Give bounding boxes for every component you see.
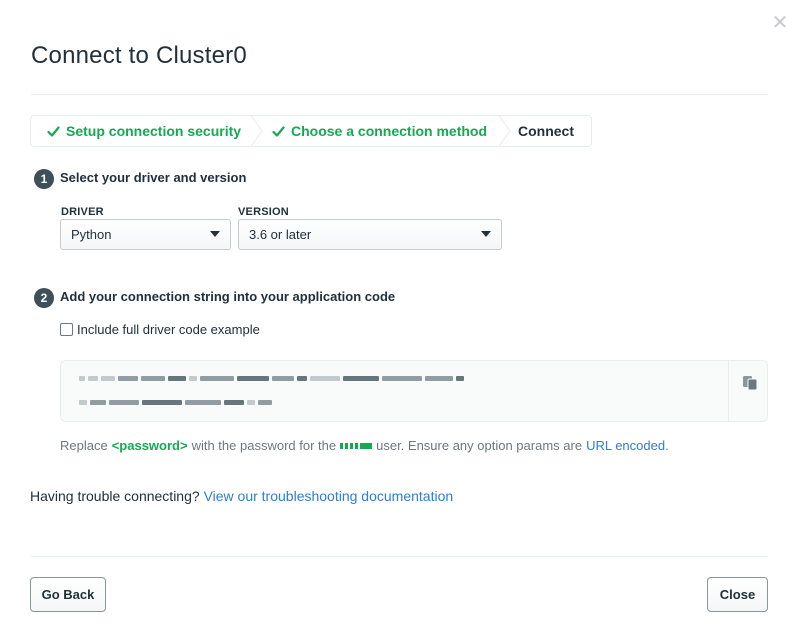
driver-select[interactable]: Python [60,219,231,250]
version-select[interactable]: 3.6 or later [238,219,502,250]
step-label: Setup connection security [66,123,242,139]
step-connect[interactable]: Connect [518,116,574,146]
divider [31,94,768,95]
check-icon [272,125,285,137]
step-setup-security[interactable]: Setup connection security [47,116,241,146]
divider [31,556,768,557]
driver-label: DRIVER [61,206,104,218]
step-label: Choose a connection method [291,123,488,139]
url-encoded-link[interactable]: URL encoded [586,438,666,453]
copy-icon[interactable] [739,371,761,393]
modal-title: Connect to Cluster0 [31,42,247,69]
close-button[interactable]: Close [707,577,768,612]
note-middle: with the password for the [191,438,337,453]
help-text: Having trouble connecting? [30,488,200,504]
step-number-badge: 2 [34,288,54,308]
full-driver-code-option[interactable]: Include full driver code example [60,322,260,337]
password-placeholder: <password> [111,438,188,453]
go-back-button[interactable]: Go Back [30,577,106,612]
redacted-username [340,442,373,449]
troubleshooting-help: Having trouble connecting? View our trou… [30,488,453,504]
step-number-badge: 1 [34,169,54,189]
connection-string-box[interactable] [60,360,768,422]
divider [728,361,729,421]
caret-down-icon [210,231,220,237]
chevron-separator [250,116,263,146]
checkbox-label: Include full driver code example [77,322,260,337]
note-prefix: Replace [60,438,108,453]
connection-string-line-redacted [79,373,467,383]
section-title-driver: Select your driver and version [60,170,247,185]
connection-string-line-redacted [79,397,275,407]
full-driver-code-checkbox[interactable] [60,323,73,336]
version-label: VERSION [238,206,289,218]
password-note: Replace <password> with the password for… [60,438,669,453]
step-choose-method[interactable]: Choose a connection method [272,116,487,146]
section-title-connection-string: Add your connection string into your app… [60,289,396,304]
note-suffix: user. Ensure any option params are [376,438,583,453]
driver-value: Python [71,227,112,242]
caret-down-icon [481,231,491,237]
check-icon [47,125,60,137]
steps-breadcrumb: Setup connection security Choose a conne… [30,115,592,147]
chevron-separator [498,116,511,146]
step-label: Connect [518,123,574,139]
close-icon[interactable]: ✕ [771,12,789,34]
version-value: 3.6 or later [249,227,312,242]
troubleshooting-link[interactable]: View our troubleshooting documentation [203,488,454,504]
note-end: . [665,438,669,453]
